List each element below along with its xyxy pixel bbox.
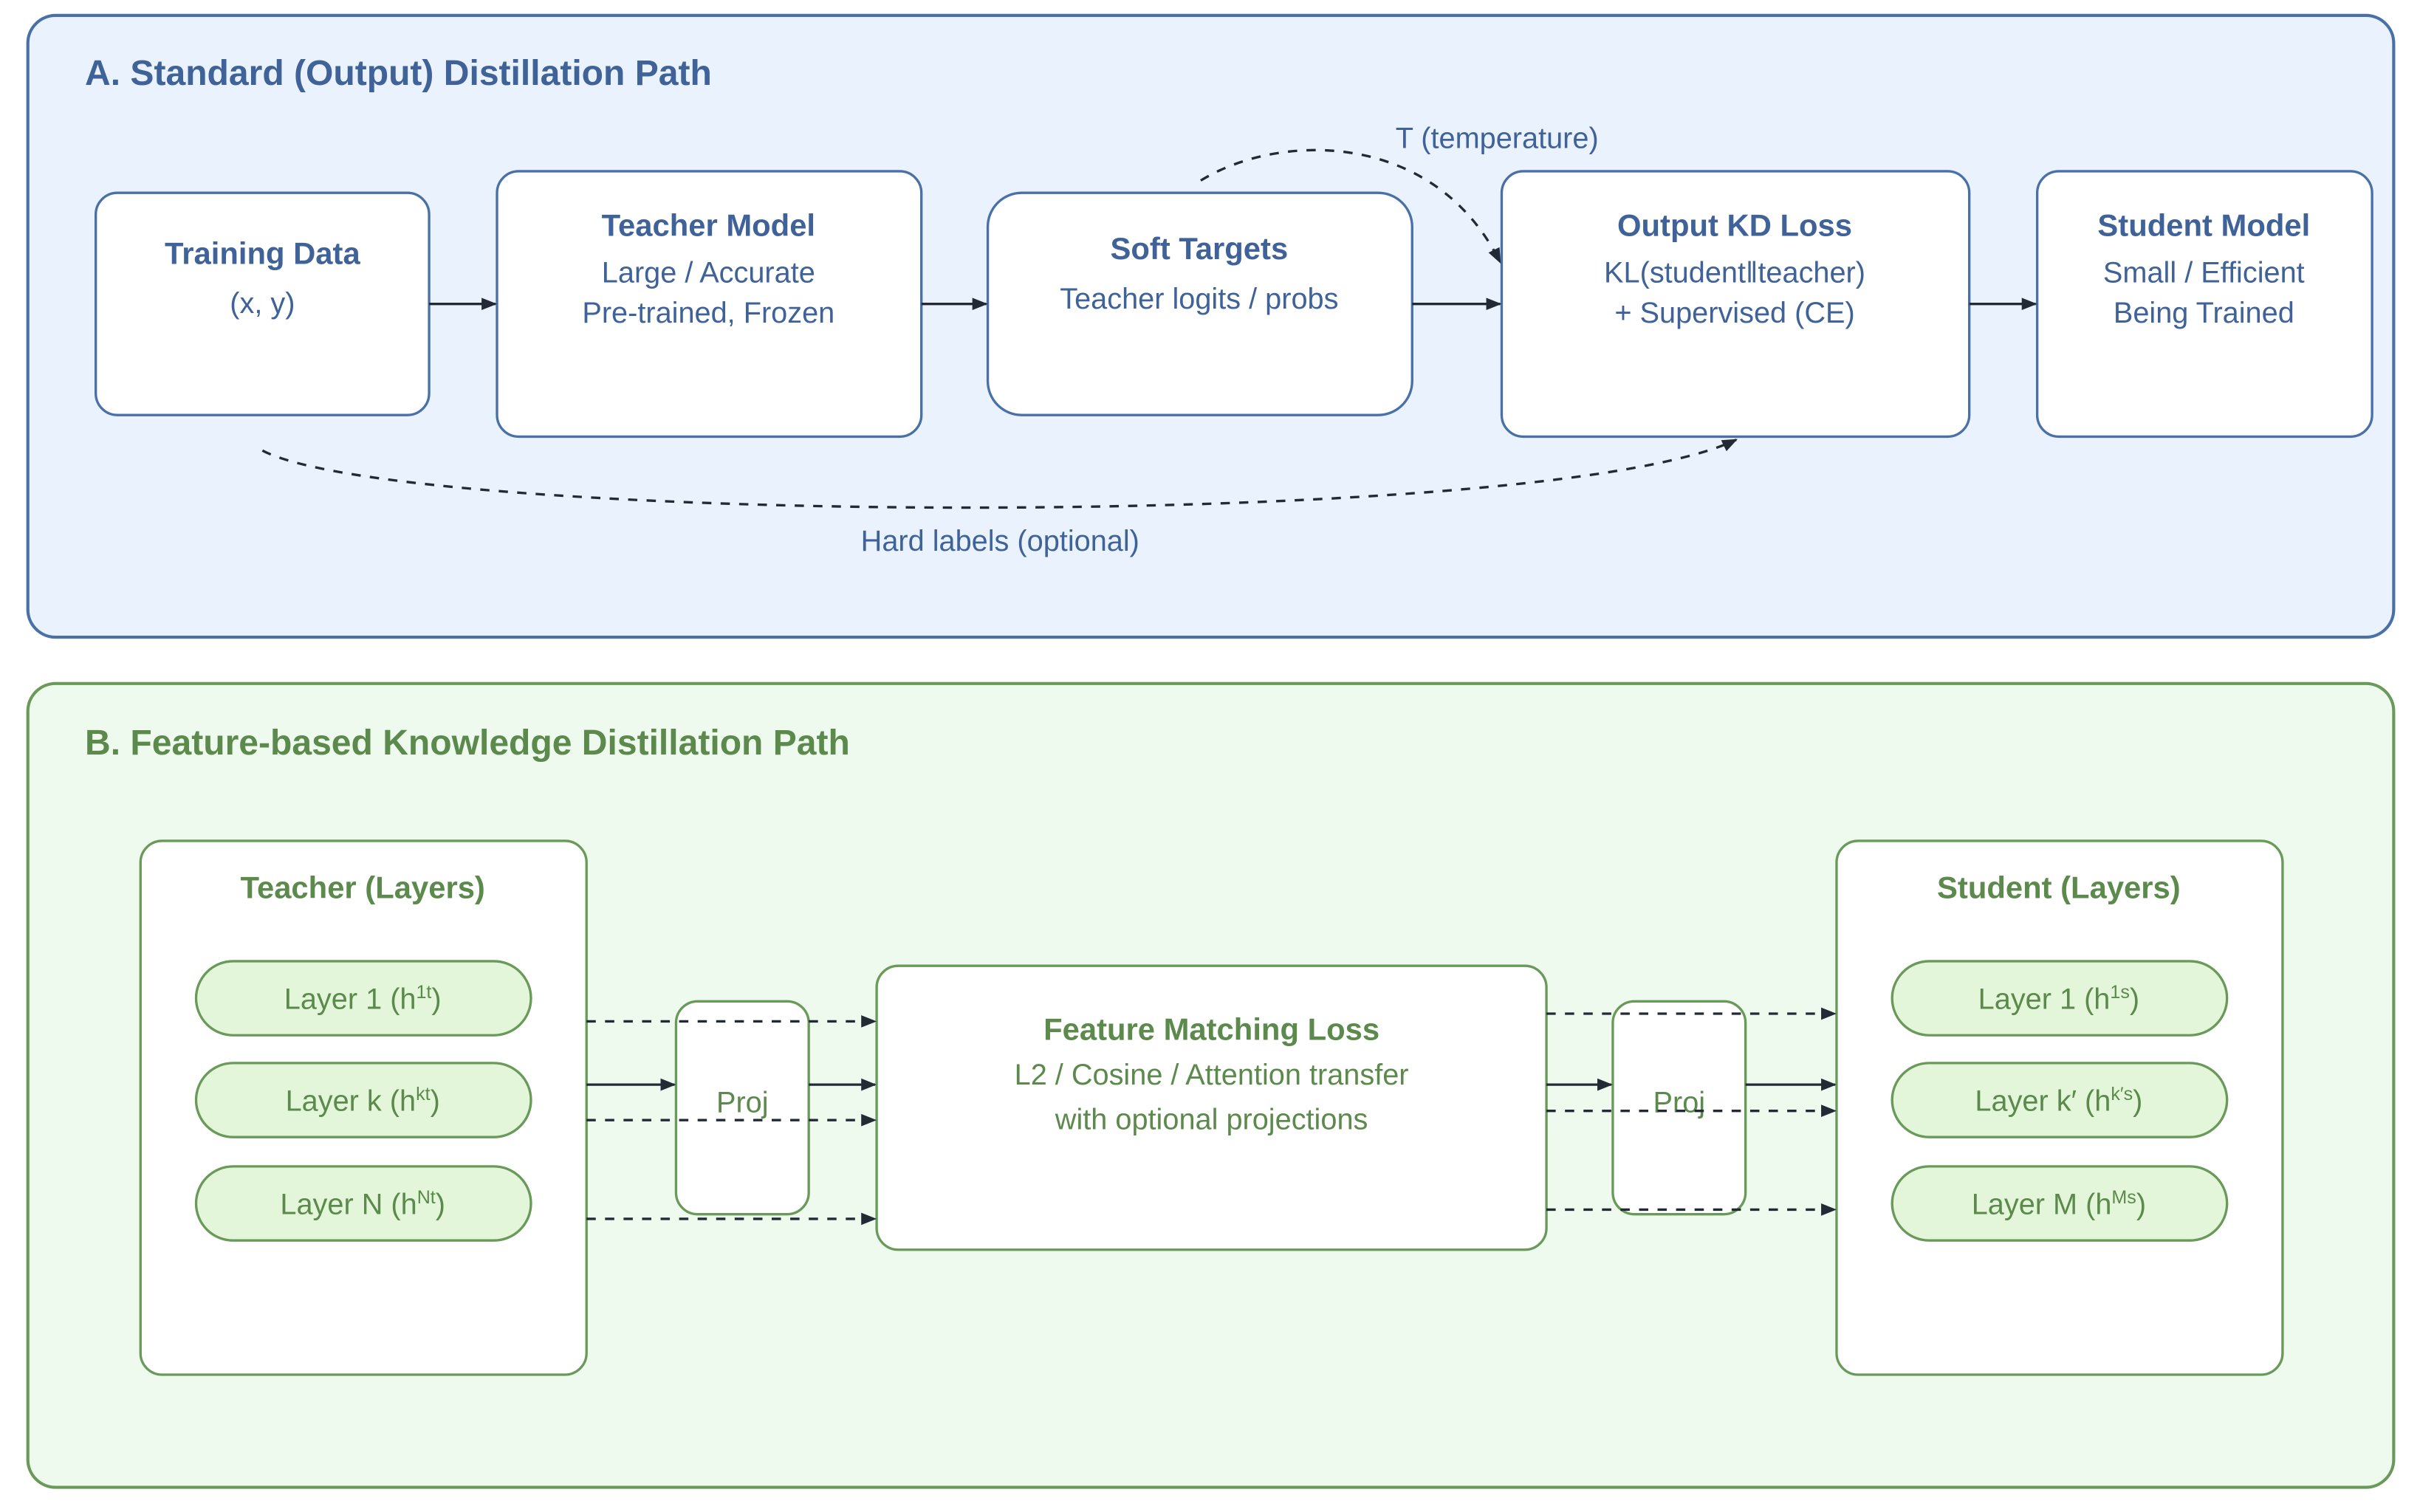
teacher-layers-box: Teacher (Layers) Layer 1 (h1t) Layer k (h… (139, 839, 588, 1376)
layer-label: Layer 1 (h1t) (284, 982, 442, 1016)
output-kd-loss-box: Output KD Loss KL(student‖teacher) + Sup… (1500, 170, 1971, 439)
box-line: KL(student‖teacher) (1604, 256, 1865, 289)
student-layers-box: Student (Layers) Layer 1 (h1s) Layer k′ (… (1835, 839, 2284, 1376)
hard-labels-arrow (261, 439, 1738, 509)
box-line: Small / Efficient (2103, 256, 2305, 289)
box-line: + Supervised (CE) (1614, 297, 1854, 329)
box-title: Soft Targets (1111, 231, 1289, 266)
proj-label: Proj (1653, 1087, 1706, 1119)
layer-label: Layer k′ (hk′s) (1975, 1084, 2142, 1118)
layer-label: Layer N (hNt) (280, 1187, 445, 1221)
panel-a-title: A. Standard (Output) Distillation Path (85, 53, 712, 93)
proj-left-box: Proj (674, 1000, 810, 1216)
loss-line: with optional projections (1055, 1104, 1368, 1136)
box-title: Teacher Model (602, 208, 815, 243)
box-line: Being Trained (2114, 297, 2294, 329)
box-line: (x, y) (230, 287, 295, 320)
layer-label: Layer M (hMs) (1972, 1187, 2146, 1221)
temperature-arrow (1200, 148, 1501, 264)
student-layers-title: Student (Layers) (1937, 870, 2181, 904)
box-title: Output KD Loss (1617, 208, 1852, 243)
hard-labels-label: Hard labels (optional) (861, 525, 1139, 557)
box-title: Training Data (165, 236, 360, 270)
feature-matching-loss-box: Feature Matching Loss L2 / Cosine / Atte… (875, 964, 1548, 1251)
layer-label: Layer 1 (h1s) (1978, 982, 2139, 1016)
loss-title: Feature Matching Loss (1043, 1012, 1379, 1047)
student-layer-pill: Layer M (hMs) (1891, 1165, 2229, 1242)
teacher-layer-pill: Layer 1 (h1t) (194, 960, 532, 1037)
panel-a: A. Standard (Output) Distillation Path T… (26, 13, 2396, 639)
panel-b: B. Feature-based Knowledge Distillation … (26, 681, 2396, 1489)
student-model-box: Student Model Small / Efficient Being Tr… (2035, 170, 2373, 439)
box-title: Student Model (2097, 208, 2310, 243)
layer-label: Layer k (hkt) (286, 1084, 440, 1118)
box-line: Pre-trained, Frozen (582, 297, 834, 329)
soft-targets-box: Soft Targets Teacher logits / probs (986, 191, 1413, 416)
box-line: Large / Accurate (602, 256, 815, 289)
panel-b-title: B. Feature-based Knowledge Distillation … (85, 723, 850, 763)
loss-line: L2 / Cosine / Attention transfer (1015, 1059, 1409, 1091)
proj-label: Proj (716, 1087, 769, 1119)
proj-right-box: Proj (1611, 1000, 1747, 1216)
training-data-box: Training Data (x, y) (94, 191, 431, 416)
teacher-model-box: Teacher Model Large / Accurate Pre-train… (496, 170, 923, 439)
student-layer-pill: Layer 1 (h1s) (1891, 960, 2229, 1037)
box-line: Teacher logits / probs (1060, 283, 1338, 315)
teacher-layer-pill: Layer N (hNt) (194, 1165, 532, 1242)
student-layer-pill: Layer k′ (hk′s) (1891, 1062, 2229, 1138)
teacher-layer-pill: Layer k (hkt) (194, 1062, 532, 1138)
temperature-label: T (temperature) (1396, 123, 1599, 155)
teacher-layers-title: Teacher (Layers) (241, 870, 485, 904)
